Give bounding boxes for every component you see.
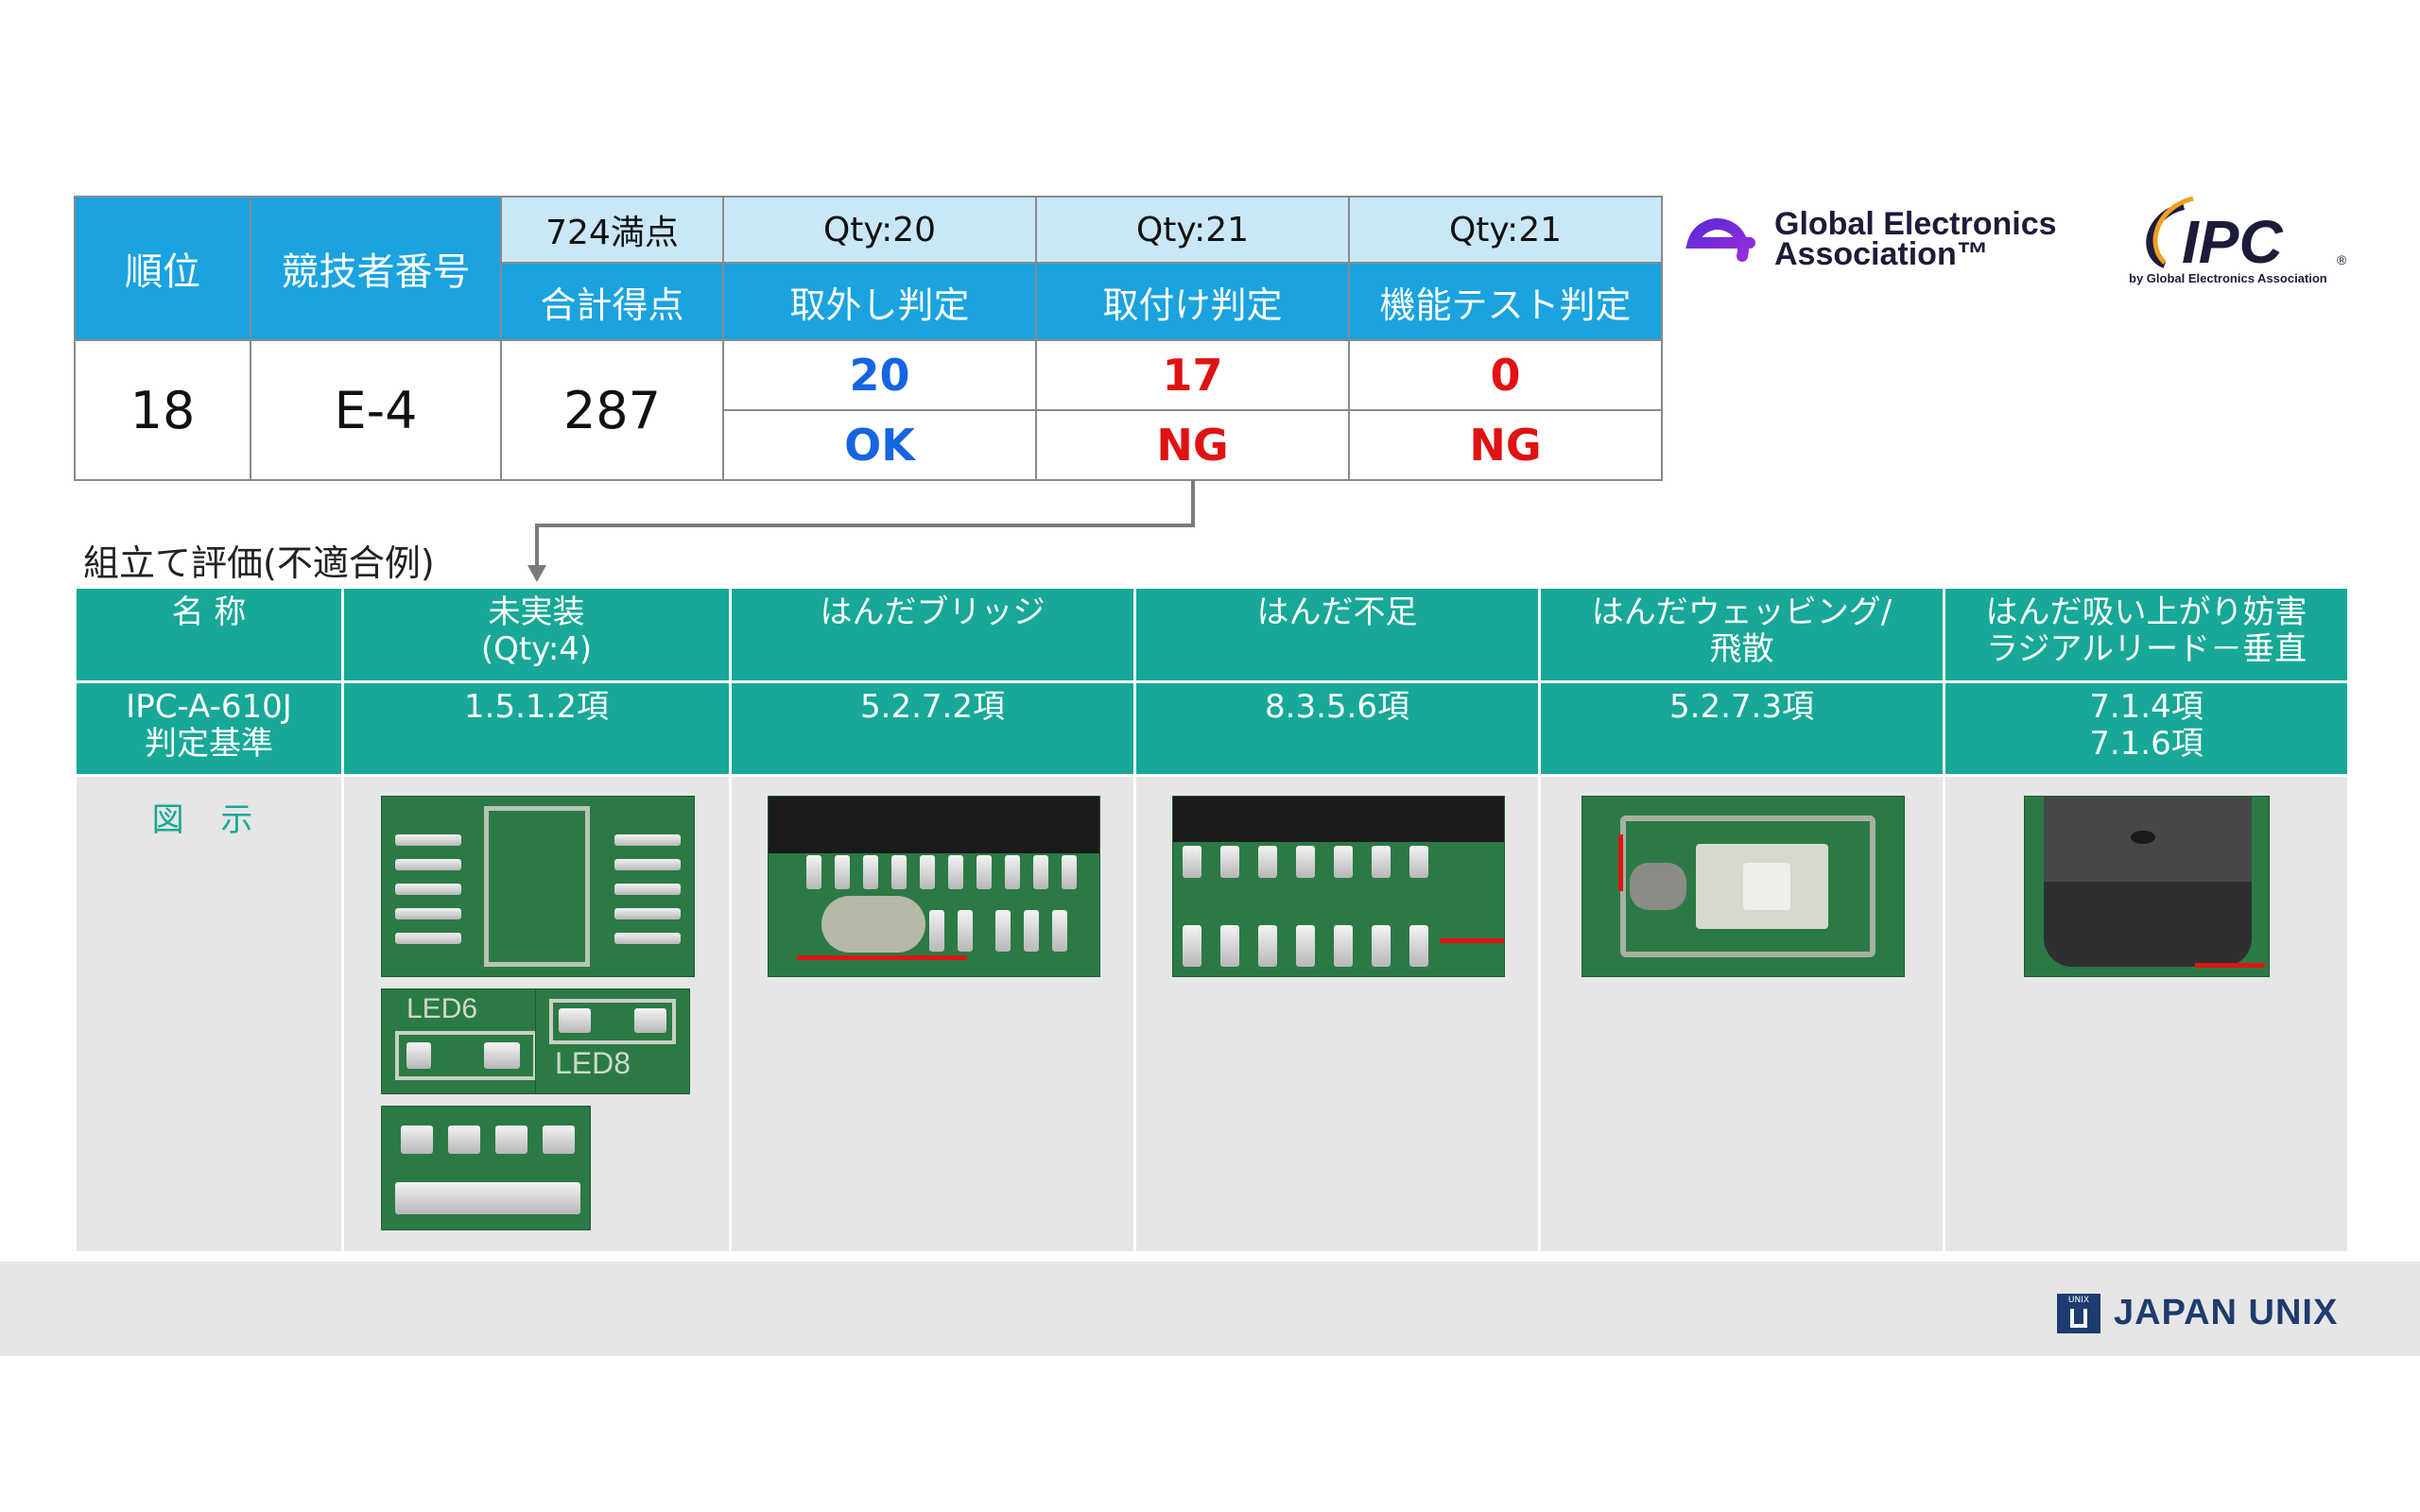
photo-missing-array — [381, 1106, 591, 1230]
result-removal: OK — [722, 409, 1037, 481]
japan-unix-logo: UNIX JAPAN UNIX — [2057, 1293, 2338, 1333]
name-header: 名 称 — [74, 586, 344, 683]
photo-wicking — [2024, 796, 2270, 977]
photo-missing-led8: LED8 — [535, 988, 690, 1094]
col-wicking-name2: ラジアルリード－垂直 — [1986, 630, 2307, 668]
photo-missing-ic — [381, 796, 695, 977]
std-bridge: 5.2.7.2項 — [729, 680, 1136, 777]
standard-header: IPC-A-610J 判定基準 — [74, 680, 344, 777]
total-label: 合計得点 — [500, 262, 724, 341]
judgement-mounting: 取付け判定 — [1035, 262, 1350, 341]
insufficient-arrow — [1440, 938, 1504, 943]
score-mounting: 17 — [1035, 339, 1350, 411]
col-missing: 未実装 (Qty:4) — [341, 586, 732, 683]
svg-text:®: ® — [2337, 252, 2347, 267]
std-wicking-2: 7.1.6項 — [2089, 725, 2204, 763]
gea-line2: Association™ — [1774, 236, 1989, 272]
col-webbing: はんだウェッビング/ 飛散 — [1538, 586, 1945, 683]
footer-band — [0, 1262, 2420, 1356]
max-points-label: 724満点 — [500, 196, 724, 264]
led8-label: LED8 — [555, 1046, 631, 1080]
photo-insufficient — [1172, 796, 1505, 977]
col-missing-qty: (Qty:4) — [480, 630, 593, 668]
photo-missing-led6: LED6 — [381, 988, 562, 1094]
col-bridge: はんだブリッジ — [729, 586, 1136, 683]
qty-function: Qty:21 — [1348, 196, 1663, 264]
score-removal: 20 — [722, 339, 1037, 411]
competitor-header: 競技者番号 — [250, 196, 502, 341]
unix-mark-icon: UNIX — [2057, 1293, 2100, 1333]
score-table: 順位 競技者番号 724満点 Qty:20 Qty:21 Qty:21 合計得点… — [74, 196, 1663, 481]
judgement-removal: 取外し判定 — [722, 262, 1037, 341]
wicking-arrow — [2195, 963, 2265, 968]
col-missing-name: 未実装 — [488, 593, 585, 631]
score-function: 0 — [1348, 339, 1663, 411]
photo-solder-bridge — [768, 796, 1100, 977]
webbing-arrow — [1618, 834, 1623, 891]
total-value: 287 — [500, 339, 724, 481]
gea-line1: Global Electronics — [1774, 206, 2057, 242]
photo-webbing — [1582, 796, 1905, 977]
unix-box-text: UNIX — [2067, 1295, 2090, 1305]
qty-removal: Qty:20 — [722, 196, 1037, 264]
col-webbing-name: はんだウェッビング/ — [1591, 593, 1893, 631]
gea-e-icon — [1685, 218, 1755, 262]
section-title: 組立て評価(不適合例) — [83, 542, 435, 584]
ipc-wordmark: IPC — [2182, 208, 2283, 276]
figure-header: 図 示 — [151, 801, 267, 839]
japan-unix-text: JAPAN UNIX — [2114, 1293, 2339, 1332]
std-missing: 1.5.1.2項 — [341, 680, 732, 777]
ipc-logo: IPC ® — [2146, 196, 2347, 276]
standard-header-line1: IPC-A-610J — [126, 688, 292, 726]
std-webbing: 5.2.7.3項 — [1538, 680, 1945, 777]
gea-logo: Global Electronics Association™ — [1676, 203, 2057, 275]
ipc-subtitle: by Global Electronics Association — [2129, 271, 2327, 285]
result-function: NG — [1348, 409, 1663, 481]
competitor-value: E-4 — [250, 339, 502, 481]
std-wicking-1: 7.1.4項 — [2089, 688, 2204, 726]
bridge-arrow — [797, 955, 967, 960]
judgement-function: 機能テスト判定 — [1348, 262, 1663, 341]
standard-header-line2: 判定基準 — [145, 725, 273, 763]
std-wicking: 7.1.4項 7.1.6項 — [1943, 680, 2350, 777]
connector-arrow — [527, 480, 1195, 582]
rank-header: 順位 — [74, 196, 251, 341]
col-bridge-name: はんだブリッジ — [820, 593, 1046, 631]
figure-header-cell: 図 示 — [74, 774, 344, 1254]
result-mounting: NG — [1035, 409, 1350, 481]
led6-label: LED6 — [406, 993, 478, 1024]
qty-mounting: Qty:21 — [1035, 196, 1350, 264]
rank-value: 18 — [74, 339, 251, 481]
col-wicking: はんだ吸い上がり妨害 ラジアルリード－垂直 — [1943, 586, 2350, 683]
std-insufficient: 8.3.5.6項 — [1133, 680, 1541, 777]
col-webbing-name2: 飛散 — [1709, 630, 1774, 668]
col-wicking-name: はんだ吸い上がり妨害 — [1985, 593, 2308, 631]
col-insufficient-name: はんだ不足 — [1256, 593, 1418, 631]
col-insufficient: はんだ不足 — [1133, 586, 1541, 683]
